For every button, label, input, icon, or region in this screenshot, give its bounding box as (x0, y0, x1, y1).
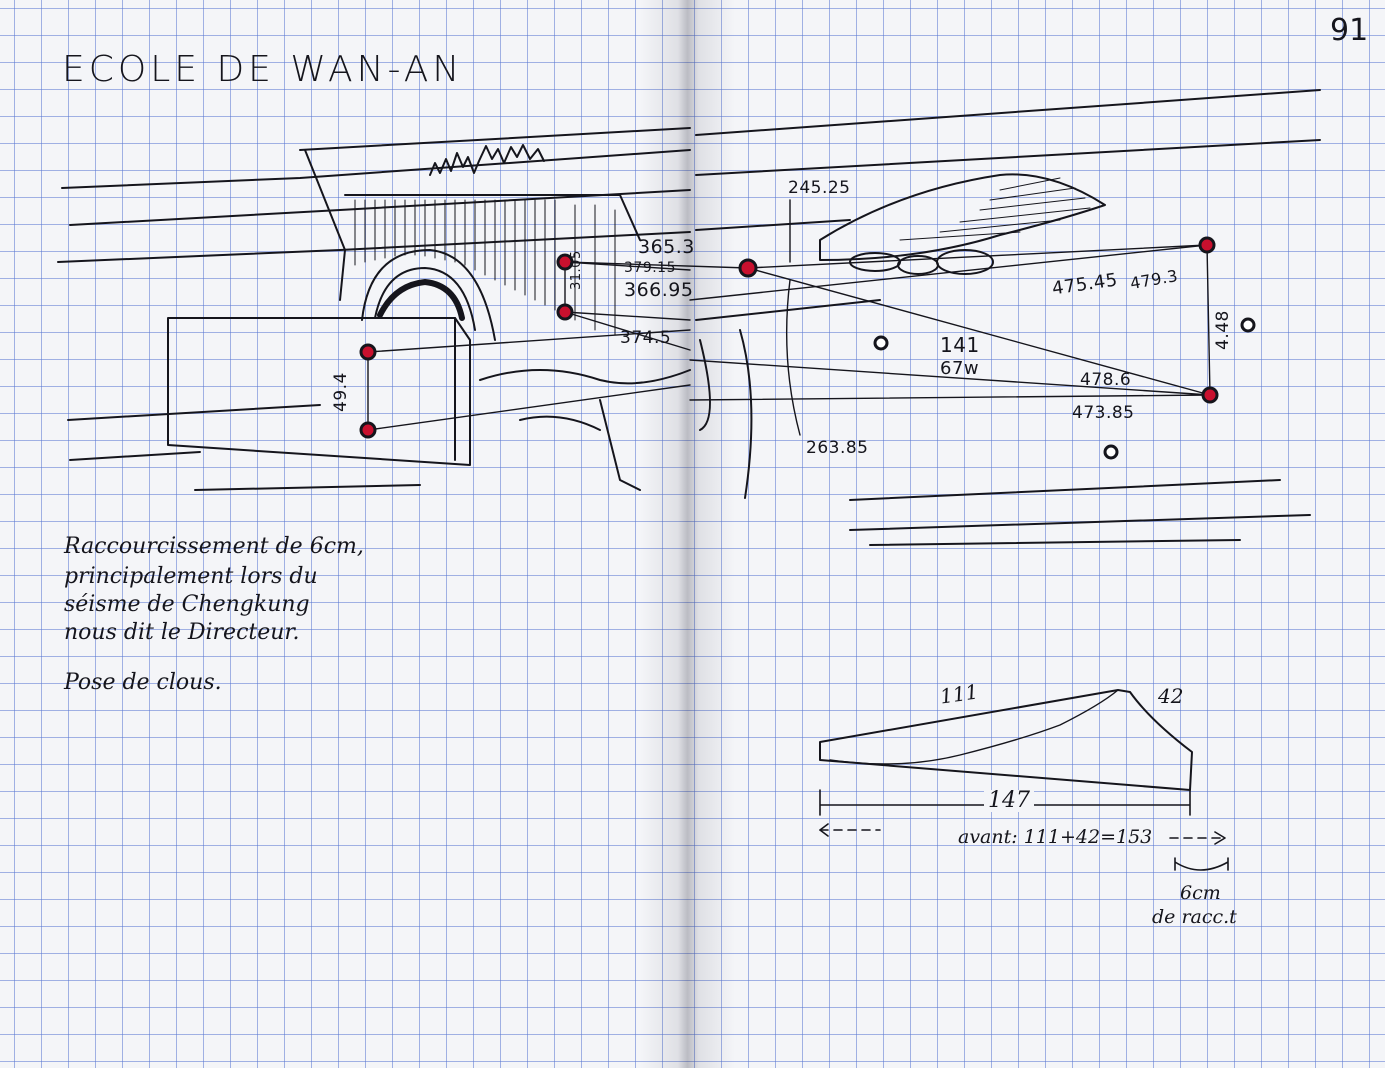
sketch-line (61, 149, 691, 189)
sketch-line (69, 451, 201, 461)
sketch-crack (519, 415, 601, 431)
diagram-label: de racc.t (1152, 906, 1237, 928)
red-marker (359, 343, 377, 361)
notebook-right-page (684, 0, 1385, 1068)
measurement-label: 141 (940, 333, 980, 357)
sketch-line (849, 479, 1281, 501)
measurement-label: 245.25 (788, 178, 851, 198)
measure-line (564, 261, 749, 269)
black-marker (1103, 444, 1119, 460)
sketch-grass (429, 144, 545, 176)
sketch-line (194, 484, 421, 491)
measure-line (747, 244, 1208, 269)
marker-group (359, 236, 1219, 439)
diagram-bracket (1174, 857, 1229, 871)
measurement-label: 366.95 (624, 279, 694, 301)
red-marker (1201, 386, 1219, 404)
diagram-label: 147 (984, 790, 1034, 812)
measure-line (785, 279, 801, 436)
measure-line (367, 384, 691, 431)
red-marker (359, 421, 377, 439)
page-number: 91 (1330, 13, 1369, 48)
note-line: Pose de clous. (64, 670, 222, 695)
sketch-crack (699, 339, 711, 431)
diagram-label: 42 (1158, 684, 1184, 708)
sketch-crack (739, 329, 753, 499)
sketch-arch (361, 249, 496, 341)
red-marker (556, 303, 574, 321)
measure-line (367, 329, 691, 353)
sketch-rocks-hatch (899, 177, 1091, 241)
sketch-line (695, 139, 1321, 176)
sketch-line (67, 404, 321, 421)
sketch-crack (599, 399, 641, 491)
measure-line (1206, 244, 1211, 396)
note-line: nous dit le Directeur. (64, 620, 300, 645)
red-marker (556, 253, 574, 271)
black-marker (873, 335, 889, 351)
notebook-left-page (0, 0, 684, 1068)
measure-line (689, 359, 1211, 396)
page-title: ECOLE DE WAN-AN (62, 49, 464, 90)
red-marker (1198, 236, 1216, 254)
red-marker (738, 258, 758, 278)
sketch-rock (936, 249, 994, 275)
measurement-label: 374.5 (620, 328, 672, 348)
diagram-dim (819, 823, 1226, 845)
sketch-box (167, 317, 471, 466)
sketch-wall (304, 149, 346, 301)
sketch-rocks (819, 173, 1106, 261)
note-line: séisme de Chengkung (64, 592, 310, 617)
sketch-line (69, 189, 691, 226)
sketch-line (695, 219, 851, 231)
sketch-line (299, 127, 691, 151)
sketch-line (57, 231, 691, 263)
measurement-label: 263.85 (806, 438, 869, 458)
measurement-label: 365.3 (638, 236, 695, 258)
measurement-label: 473.85 (1072, 403, 1135, 423)
measurement-label: 49.4 (331, 372, 351, 412)
measure-line (747, 267, 1211, 396)
note-line: principalement lors du (64, 564, 318, 589)
measurement-label: 478.6 (1080, 370, 1132, 390)
sketch-line (695, 299, 881, 321)
measurement-label: 379.15 (624, 260, 676, 276)
black-marker-group (873, 317, 1256, 460)
measurement-label: 67w (940, 358, 980, 379)
measurement-label: 4.48 (1213, 310, 1233, 350)
diagram-label: 111 (938, 679, 980, 709)
sketch-arch-dark (377, 279, 465, 321)
measure-line (564, 311, 691, 321)
measurement-label: 31.05 (569, 250, 584, 290)
measure-line (689, 244, 1208, 301)
sketch-line (849, 514, 1311, 531)
diagram-label: avant: 111+42=153 (958, 826, 1153, 848)
sketch-arch (374, 267, 476, 331)
diagram-label: 6cm (1180, 882, 1221, 904)
black-marker (1240, 317, 1256, 333)
diagram-crack (829, 689, 1119, 765)
sketch-line (869, 539, 1241, 546)
sketch-crack (479, 369, 691, 385)
note-line: Raccourcissement de 6cm, (64, 534, 364, 559)
measure-line (689, 394, 1211, 401)
sketch-wall (344, 194, 641, 241)
diagram-outline (819, 689, 1193, 791)
sketch-line (695, 89, 1321, 136)
measure-line (564, 311, 691, 351)
